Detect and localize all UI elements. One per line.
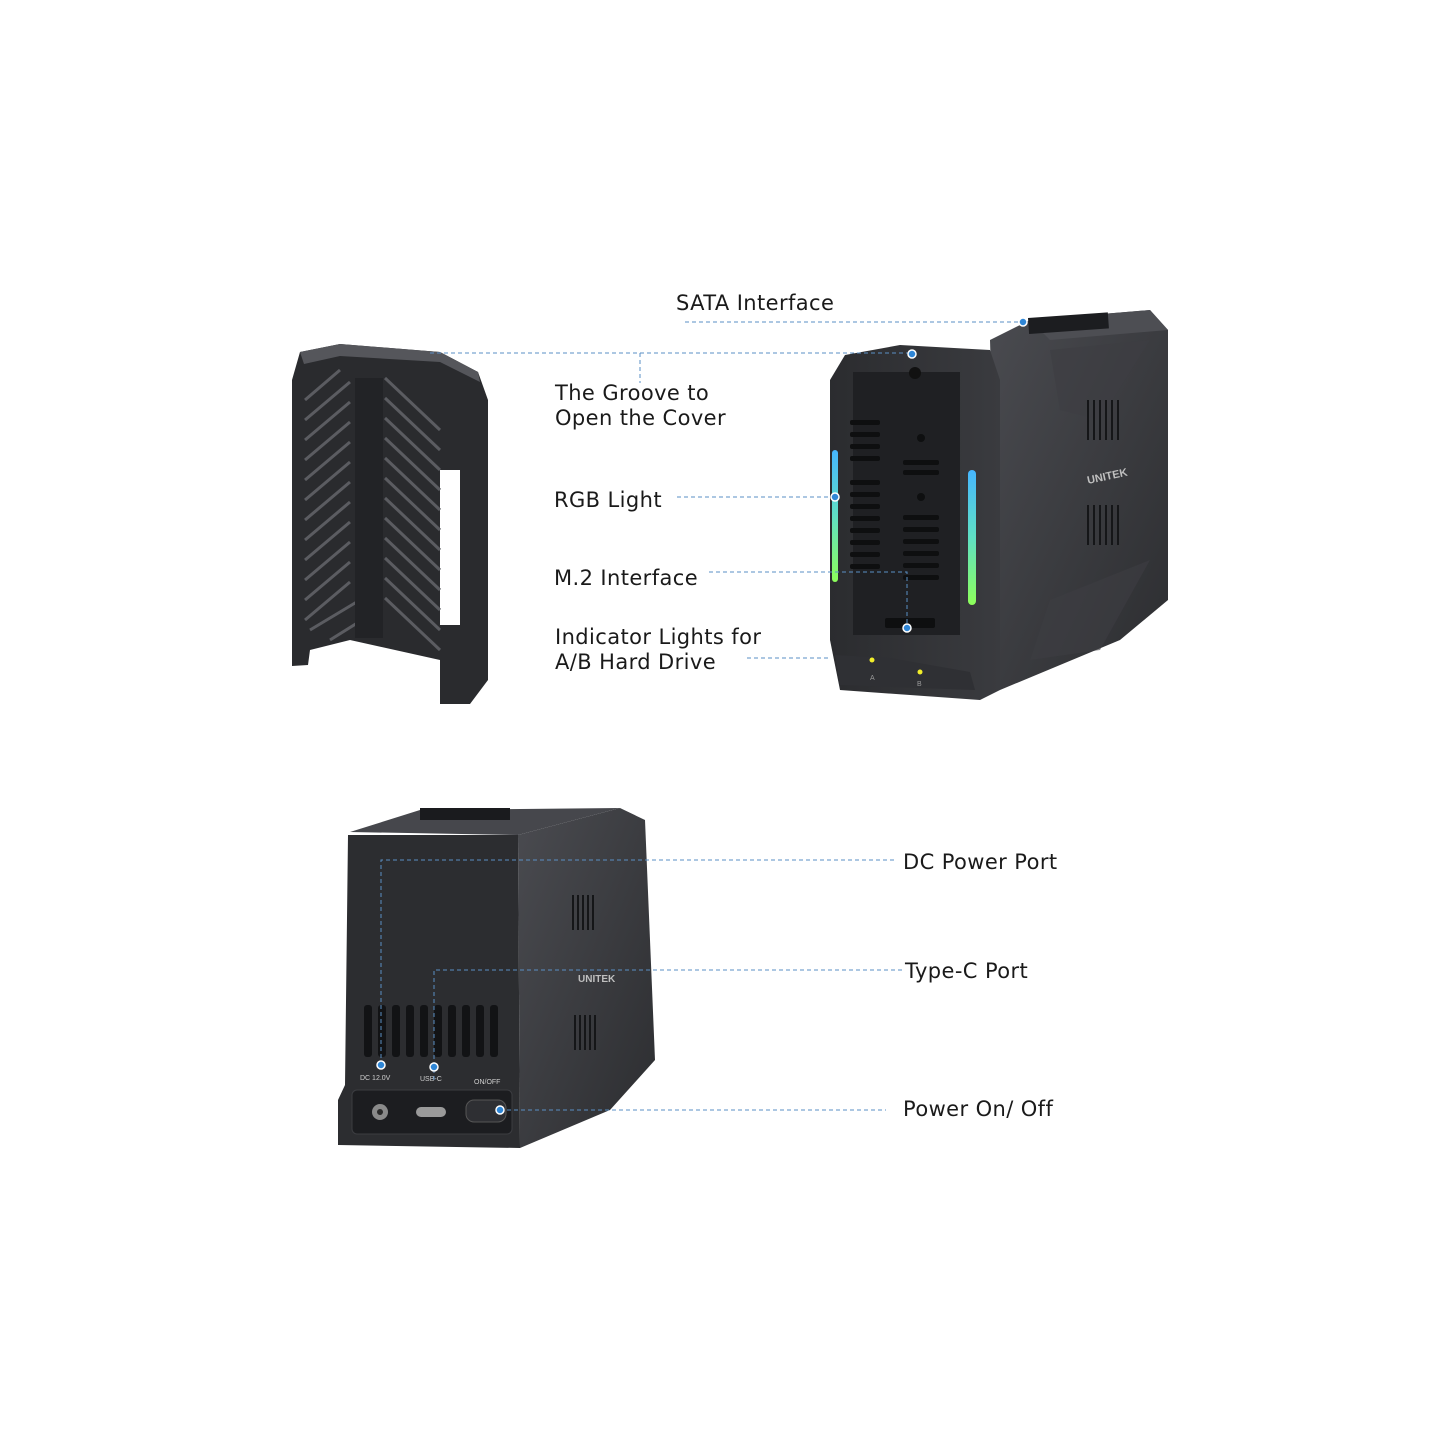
front-open-dock-illustration: A B UNITEK — [830, 310, 1168, 700]
detached-cover-illustration — [292, 344, 488, 704]
callout-m2-interface: M.2 Interface — [554, 566, 699, 590]
bay-b-mark: B — [917, 681, 922, 688]
unitek-logo-rear: UNITEK — [578, 974, 616, 985]
callout-rgb-light: RGB Light — [554, 488, 662, 512]
callout-dots — [376, 317, 1028, 1115]
rear-dock-illustration: DC 12.0V USB-C ON/OFF UNITEK — [338, 808, 655, 1148]
callout-indicator-line2: A/B Hard Drive — [555, 650, 717, 674]
port-label-onoff: ON/OFF — [474, 1079, 500, 1086]
port-label-dc: DC 12.0V — [360, 1075, 391, 1082]
callout-groove-line1: The Groove to — [555, 381, 710, 405]
callout-dc-power-port: DC Power Port — [903, 850, 1058, 874]
bay-a-mark: A — [870, 675, 875, 682]
callout-power-on-off: Power On/ Off — [903, 1097, 1054, 1121]
callout-groove-line2: Open the Cover — [555, 406, 726, 430]
callout-indicator-line1: Indicator Lights for — [555, 625, 762, 649]
callout-sata-interface: SATA Interface — [676, 291, 835, 315]
port-label-usbc: USB-C — [420, 1076, 442, 1083]
callout-type-c-port: Type-C Port — [905, 959, 1029, 983]
leader-lines — [380, 321, 1023, 1111]
